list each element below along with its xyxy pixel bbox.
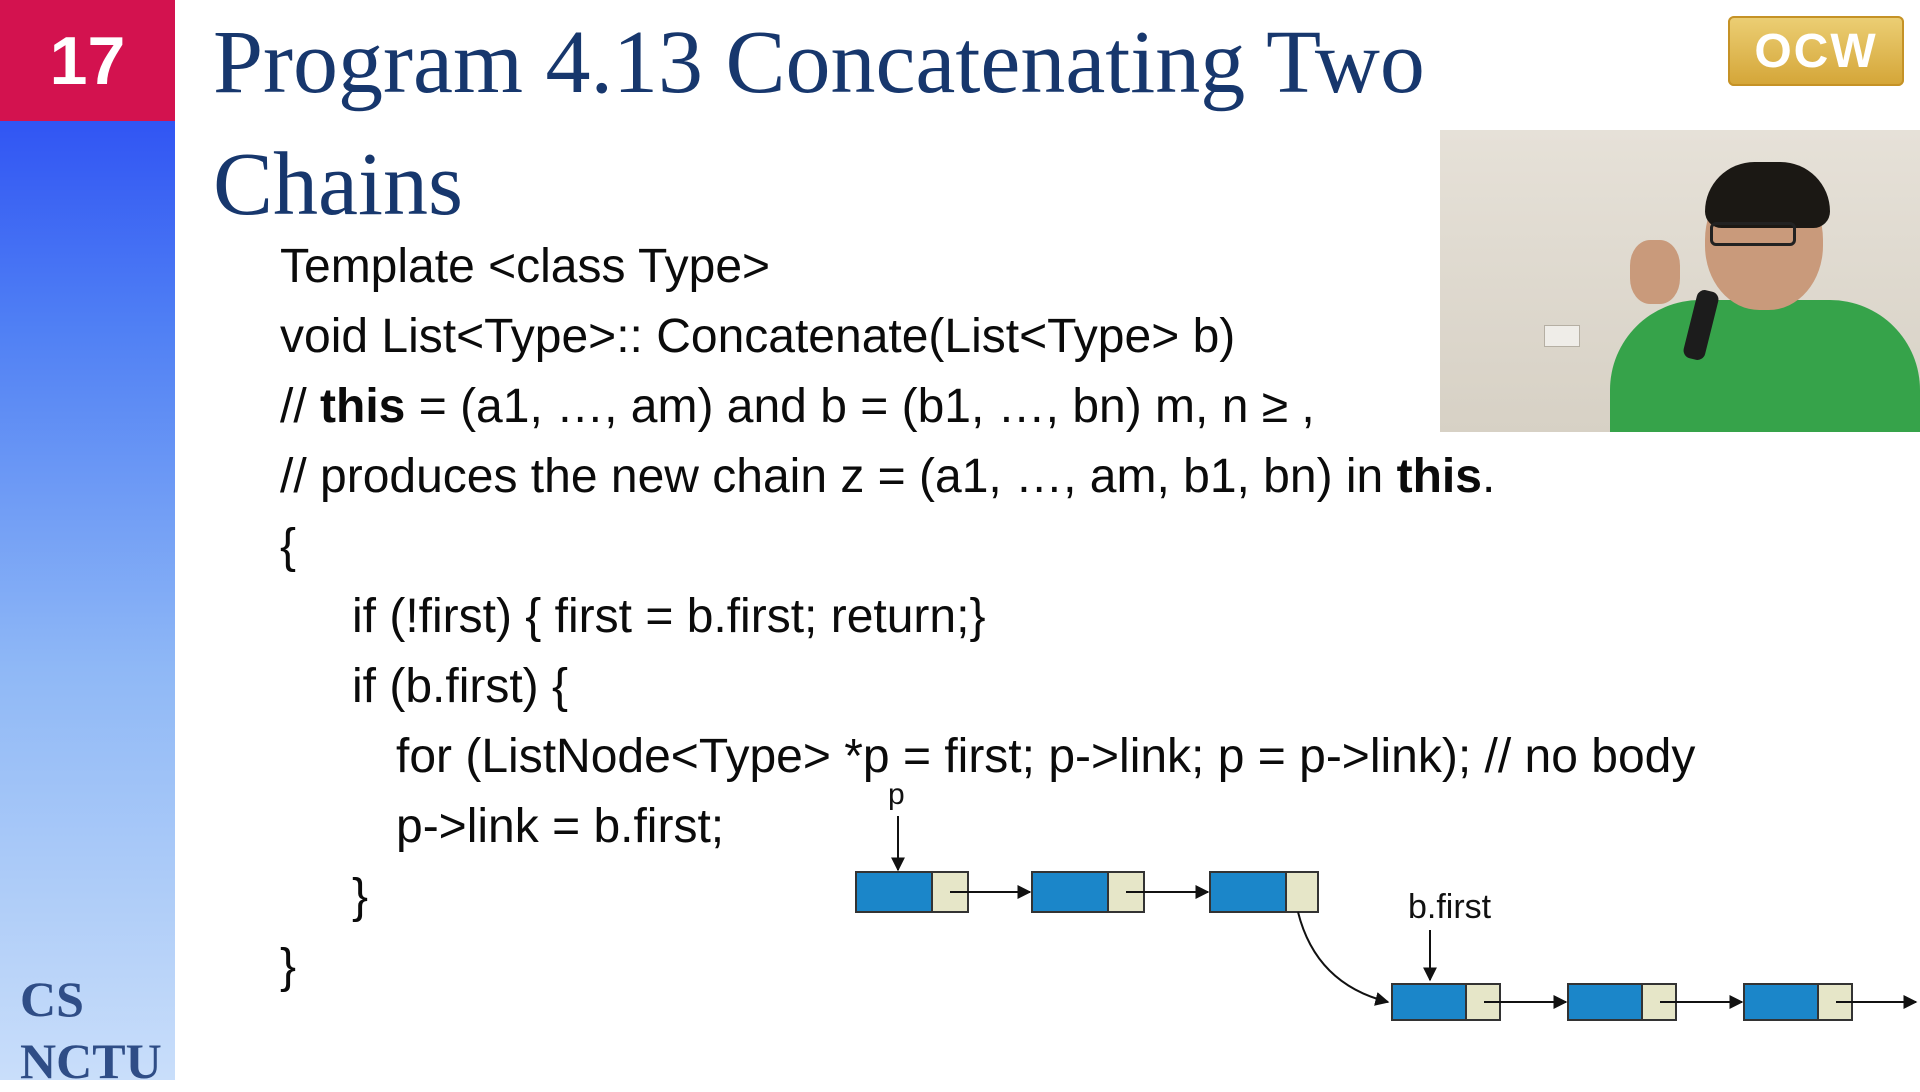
- code-keyword-this: this: [1396, 450, 1482, 503]
- slide-title-line-2: Chains: [213, 135, 464, 234]
- code-line: void List<Type>:: Concatenate(List<Type>…: [280, 310, 1236, 363]
- code-line: // this = (a1, …, am) and b = (b1, …, bn…: [280, 372, 1695, 442]
- code-comment: = (a1, …, am) and b = (b1, …, bn) m, n ≥…: [405, 380, 1315, 433]
- brand-line-1: CS: [20, 971, 84, 1027]
- pointer-bfirst-label: b.first: [1408, 888, 1492, 926]
- list-node: [1743, 983, 1853, 1021]
- pointer-p-label: p: [888, 778, 905, 811]
- code-line: p->link = b.first;: [396, 800, 725, 853]
- code-line: if (b.first) {: [352, 660, 569, 713]
- code-line: }: [280, 940, 297, 993]
- code-keyword-this: this: [320, 380, 406, 433]
- presenter-hand: [1630, 240, 1680, 304]
- code-line: if (!first) { first = b.first; return;}: [352, 590, 986, 643]
- presenter-video: [1440, 130, 1920, 432]
- wall-outlet: [1544, 325, 1580, 347]
- code-comment: //: [280, 380, 321, 433]
- slide-title-line-1: Program 4.13 Concatenating Two: [213, 13, 1425, 112]
- list-node: [1391, 983, 1501, 1021]
- slide-title: Program 4.13 Concatenating Two Chains: [213, 2, 1713, 246]
- code-line: for (ListNode<Type> *p = first; p->link;…: [396, 730, 1696, 783]
- list-node: [1567, 983, 1677, 1021]
- code-line: {: [280, 520, 297, 573]
- concatenate-link-arrow: [1297, 911, 1390, 1006]
- presenter-hair: [1705, 162, 1830, 228]
- slide-sidebar: [0, 0, 175, 1080]
- code-line: }: [352, 870, 369, 923]
- code-block: Template <class Type> void List<Type>:: …: [280, 232, 1695, 1002]
- code-line: // produces the new chain z = (a1, …, am…: [280, 442, 1695, 512]
- code-comment: // produces the new chain z = (a1, …, am…: [280, 450, 1397, 503]
- code-comment: .: [1481, 450, 1496, 503]
- ocw-logo: OCW: [1728, 16, 1904, 86]
- code-line: Template <class Type>: [280, 240, 771, 293]
- slide-number: 17: [0, 0, 175, 121]
- presenter-glasses: [1710, 222, 1796, 246]
- list-node: [1209, 871, 1319, 913]
- presenter-shirt: [1610, 300, 1920, 432]
